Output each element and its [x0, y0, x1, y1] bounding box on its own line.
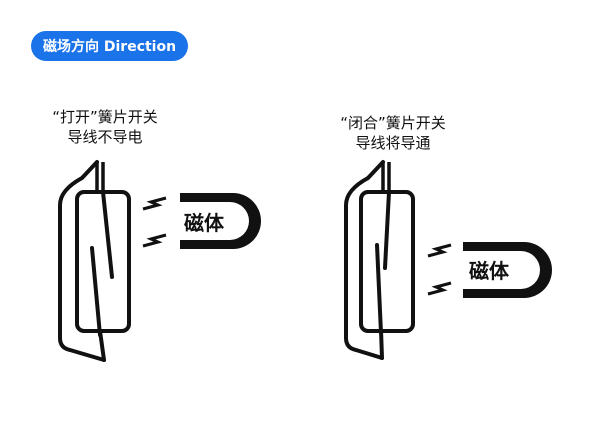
- open-switch-magnet: 磁体: [180, 193, 261, 249]
- closed-switch-description: 导线将导通: [355, 134, 431, 152]
- open-switch-magnetic-field: [142, 196, 167, 248]
- closed-switch-housing: [344, 160, 385, 360]
- open-switch-caption: “打开”簧片开关 导线不导电: [30, 107, 180, 147]
- closed-switch-magnetic-field: [427, 243, 452, 296]
- open-switch-description: 导线不导电: [67, 128, 143, 146]
- open-switch-lead-lower: [98, 329, 106, 362]
- open-switch-title: “打开”簧片开关: [52, 108, 158, 126]
- field-arrow-lower-left: [142, 233, 167, 248]
- magnet-u-shape-right: [463, 242, 552, 298]
- closed-reed-switch: [344, 160, 415, 360]
- field-arrow-lower-right: [427, 281, 452, 296]
- open-switch-glass-tube: [75, 190, 131, 333]
- badge-label: 磁场方向 Direction: [43, 39, 177, 55]
- section-badge: 磁场方向 Direction: [31, 31, 189, 61]
- open-switch-lower-reed: [90, 246, 102, 337]
- magnet-label-left: 磁体: [184, 211, 225, 235]
- closed-switch-lower-reed: [375, 243, 383, 335]
- magnet-label-right: 磁体: [469, 259, 510, 283]
- field-arrow-upper-left: [142, 196, 167, 211]
- closed-switch-lead-lower: [379, 328, 384, 360]
- magnet-u-shape-left: [180, 193, 261, 249]
- closed-switch-magnet: 磁体: [463, 242, 552, 298]
- closed-switch-caption: “闭合”簧片开关 导线将导通: [318, 113, 468, 153]
- field-arrow-upper-right: [427, 243, 452, 258]
- open-switch-housing: [58, 160, 106, 362]
- open-switch-upper-reed: [101, 190, 114, 279]
- open-reed-switch: [58, 160, 131, 362]
- closed-switch-upper-reed: [383, 190, 391, 270]
- closed-switch-title: “闭合”簧片开关: [340, 114, 446, 132]
